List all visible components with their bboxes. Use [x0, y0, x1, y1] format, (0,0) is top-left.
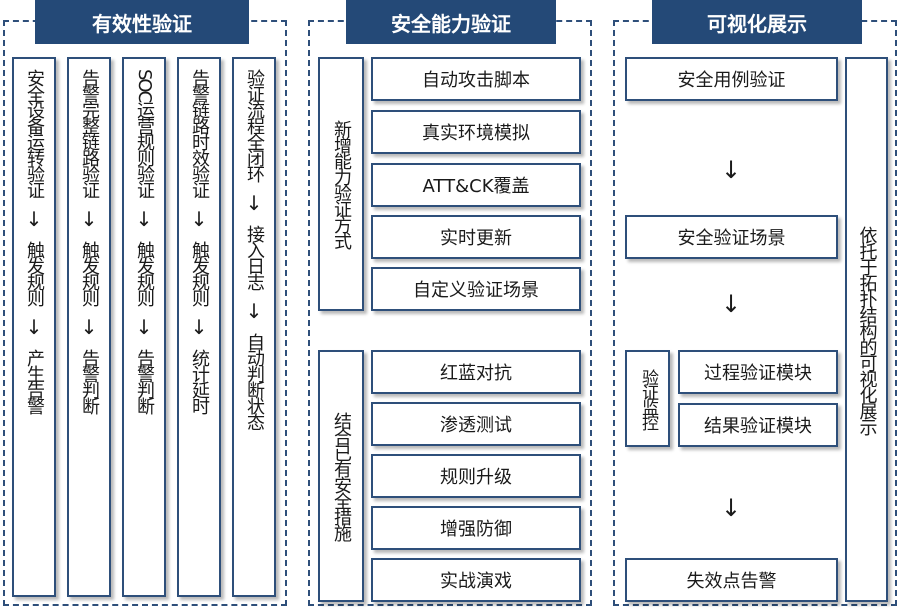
down-arrow-icon: ↓ — [80, 207, 98, 231]
capability-group2-label: 结合已有安全措施 — [318, 350, 364, 602]
side-label-text: 依托于拓扑结构的可视化展示 — [856, 225, 878, 434]
down-arrow-icon: ↓ — [135, 315, 153, 340]
visualization-header: 可视化展示 — [652, 0, 862, 44]
capability-item-3: ATT&CK覆盖 — [371, 163, 581, 207]
capability-group1-label: 新增能力验证方式 — [318, 57, 364, 311]
down-arrow-icon: ↓ — [135, 207, 153, 232]
capability-item-1: 自动攻击脚本 — [371, 57, 581, 101]
down-arrow-icon: ↓ — [190, 315, 208, 339]
capability-item-7: 渗透测试 — [371, 402, 581, 446]
column-title: 告警完整链路验证 — [79, 69, 100, 197]
column-step: 触发规则 — [134, 241, 155, 306]
capability-header: 安全能力验证 — [346, 0, 556, 44]
down-arrow-icon: ↓ — [80, 315, 98, 339]
column-result: 统计延时 — [189, 349, 210, 413]
capability-item-4: 实时更新 — [371, 215, 581, 259]
column-title: 安全设备运转验证 — [24, 69, 45, 197]
column-title: SOC运营规则验证 — [134, 69, 155, 198]
column-title: 验证流程全闭环 — [244, 69, 265, 181]
capability-item-5: 自定义验证场景 — [371, 267, 581, 311]
down-arrow-icon: ↓ — [245, 191, 263, 215]
effectiveness-column-3: SOC运营规则验证 ↓ 触发规则 ↓ 告警判断 — [122, 57, 166, 597]
capability-item-6: 红蓝对抗 — [371, 350, 581, 394]
column-result: 告警判断 — [134, 349, 155, 414]
monitor-label-box: 验证监控 — [625, 350, 670, 447]
effectiveness-column-2: 告警完整链路验证 ↓ 触发规则 ↓ 告警判断 — [67, 57, 111, 597]
down-arrow-icon: ↓ — [25, 315, 43, 339]
down-arrow-icon: ↓ — [720, 156, 742, 184]
down-arrow-icon: ↓ — [720, 494, 742, 522]
effectiveness-column-1: 安全设备运转验证 ↓ 触发规则 ↓ 产生告警 — [12, 57, 56, 597]
column-result: 告警判断 — [79, 349, 100, 413]
column-title: 告警链路时效验证 — [189, 69, 210, 197]
effectiveness-column-4: 告警链路时效验证 ↓ 触发规则 ↓ 统计延时 — [177, 57, 221, 597]
down-arrow-icon: ↓ — [245, 299, 263, 323]
column-step: 触发规则 — [24, 241, 45, 305]
column-result: 自动判断状态 — [244, 333, 265, 429]
capability-item-8: 规则升级 — [371, 454, 581, 498]
visualization-side-label: 依托于拓扑结构的可视化展示 — [845, 57, 888, 602]
group-label-text: 结合已有安全措施 — [331, 412, 352, 540]
effectiveness-header: 有效性验证 — [35, 0, 249, 44]
visualization-step-1: 安全用例验证 — [625, 57, 838, 101]
effectiveness-column-5: 验证流程全闭环 ↓ 接入日志 ↓ 自动判断状态 — [232, 57, 276, 597]
column-step: 触发规则 — [79, 241, 100, 305]
column-result: 产生告警 — [24, 349, 45, 413]
monitor-item-1: 过程验证模块 — [678, 350, 838, 394]
monitor-item-2: 结果验证模块 — [678, 403, 838, 447]
down-arrow-icon: ↓ — [720, 290, 742, 318]
visualization-step-4: 失效点告警 — [625, 558, 838, 602]
down-arrow-icon: ↓ — [25, 207, 43, 231]
column-step: 接入日志 — [244, 225, 265, 289]
group-label-text: 新增能力验证方式 — [331, 120, 352, 248]
capability-item-10: 实战演戏 — [371, 558, 581, 602]
visualization-step-2: 安全验证场景 — [625, 215, 838, 259]
capability-item-9: 增强防御 — [371, 506, 581, 550]
column-step: 触发规则 — [189, 241, 210, 305]
capability-item-2: 真实环境模拟 — [371, 110, 581, 154]
monitor-label-text: 验证监控 — [638, 368, 658, 429]
down-arrow-icon: ↓ — [190, 207, 208, 231]
